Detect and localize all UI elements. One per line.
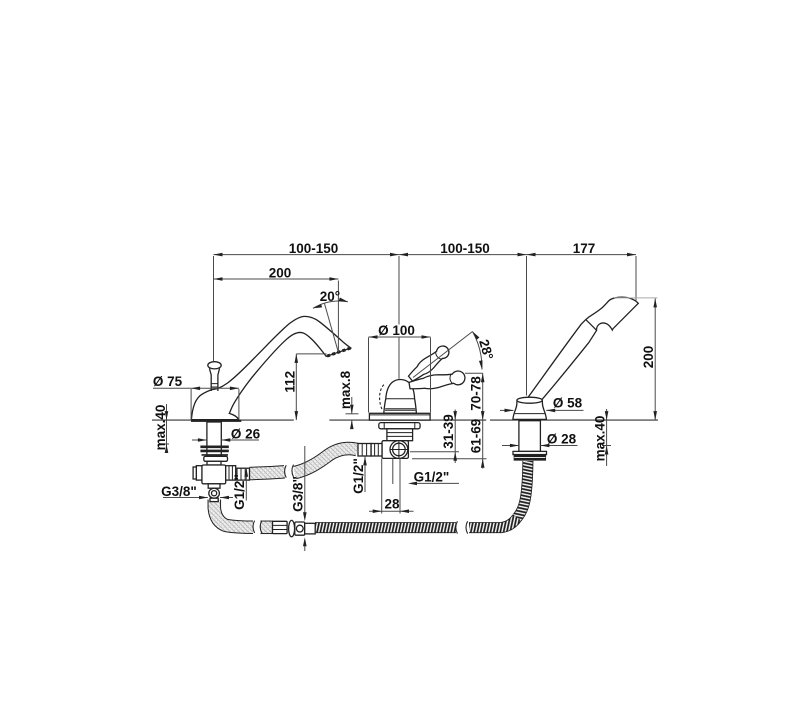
svg-text:Ø 28: Ø 28	[547, 431, 577, 446]
svg-text:61-69: 61-69	[469, 419, 484, 454]
svg-text:200: 200	[269, 266, 292, 281]
svg-text:177: 177	[573, 241, 596, 256]
svg-text:200: 200	[641, 346, 656, 369]
svg-text:100-150: 100-150	[440, 241, 490, 256]
svg-text:G1/2": G1/2"	[351, 458, 366, 494]
svg-text:G3/8": G3/8"	[291, 476, 306, 512]
svg-text:28: 28	[384, 497, 400, 512]
svg-text:28°: 28°	[476, 338, 496, 362]
svg-text:max.40: max.40	[593, 416, 608, 462]
svg-text:max.8: max.8	[338, 370, 353, 409]
svg-text:Ø 75: Ø 75	[153, 374, 183, 389]
svg-text:G1/2": G1/2"	[414, 470, 450, 485]
svg-text:70-78: 70-78	[469, 376, 484, 411]
svg-text:31-39: 31-39	[441, 414, 456, 449]
svg-text:Ø 58: Ø 58	[553, 396, 583, 411]
svg-text:Ø 26: Ø 26	[231, 427, 261, 442]
svg-text:max.40: max.40	[153, 405, 168, 451]
svg-text:G3/8": G3/8"	[161, 484, 197, 499]
svg-text:20°: 20°	[320, 289, 340, 304]
svg-text:112: 112	[282, 371, 297, 393]
svg-text:Ø 100: Ø 100	[378, 323, 415, 338]
svg-text:100-150: 100-150	[289, 241, 339, 256]
svg-text:G1/2": G1/2"	[232, 474, 247, 510]
